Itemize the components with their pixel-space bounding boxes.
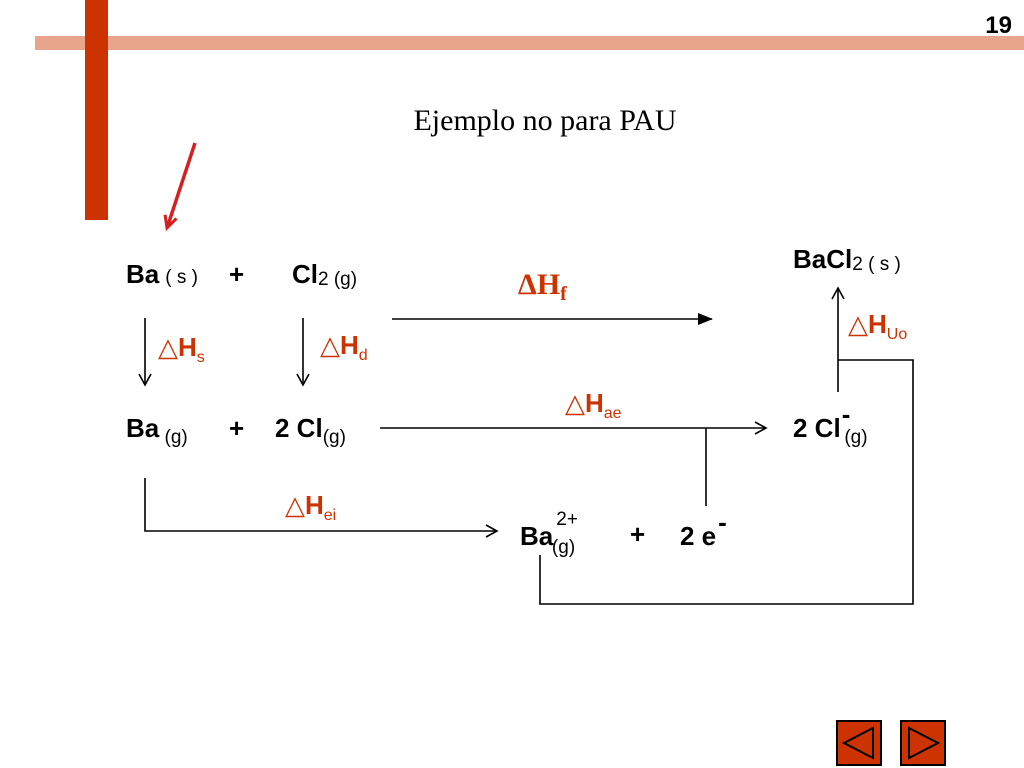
species-chloride-ion: 2 Cl-(g): [793, 399, 868, 448]
label-lattice-energy: △HUo: [848, 309, 907, 343]
lattice-energy-path: [539, 359, 914, 605]
species-electrons: 2 e-: [680, 507, 727, 551]
label-dissociation-enthalpy: △Hd: [320, 330, 368, 364]
header-bar-horizontal: [35, 36, 1024, 50]
species-ba-gas: Ba (g): [126, 413, 188, 448]
ionization-path: [144, 478, 499, 538]
slide-title: Ejemplo no para PAU: [413, 104, 677, 137]
red-arrow-icon: [167, 142, 197, 228]
previous-slide-button[interactable]: [836, 720, 882, 766]
plus-sign: +: [229, 413, 244, 443]
slide-number: 19: [985, 12, 1012, 39]
plus-sign: +: [630, 519, 645, 549]
plus-sign: +: [229, 259, 244, 289]
label-ionization-enthalpy: △Hei: [285, 490, 336, 524]
species-ba-solid: Ba( s ): [126, 259, 198, 289]
species-barium-ion: Ba2+(g): [520, 509, 578, 558]
header-bar-vertical: [85, 0, 108, 220]
species-cl-gas: 2 Cl(g): [275, 413, 346, 448]
triangle-right-icon: [908, 726, 941, 760]
label-formation-enthalpy: ΔHf: [518, 268, 567, 305]
species-cl2-gas: Cl2 (g): [292, 259, 357, 290]
next-slide-button[interactable]: [900, 720, 946, 766]
species-bacl2-solid: BaCl2 ( s ): [793, 244, 901, 275]
label-electron-affinity: △Hae: [565, 388, 622, 422]
label-sublimation-enthalpy: △Hs: [158, 332, 205, 366]
triangle-left-icon: [841, 726, 874, 760]
